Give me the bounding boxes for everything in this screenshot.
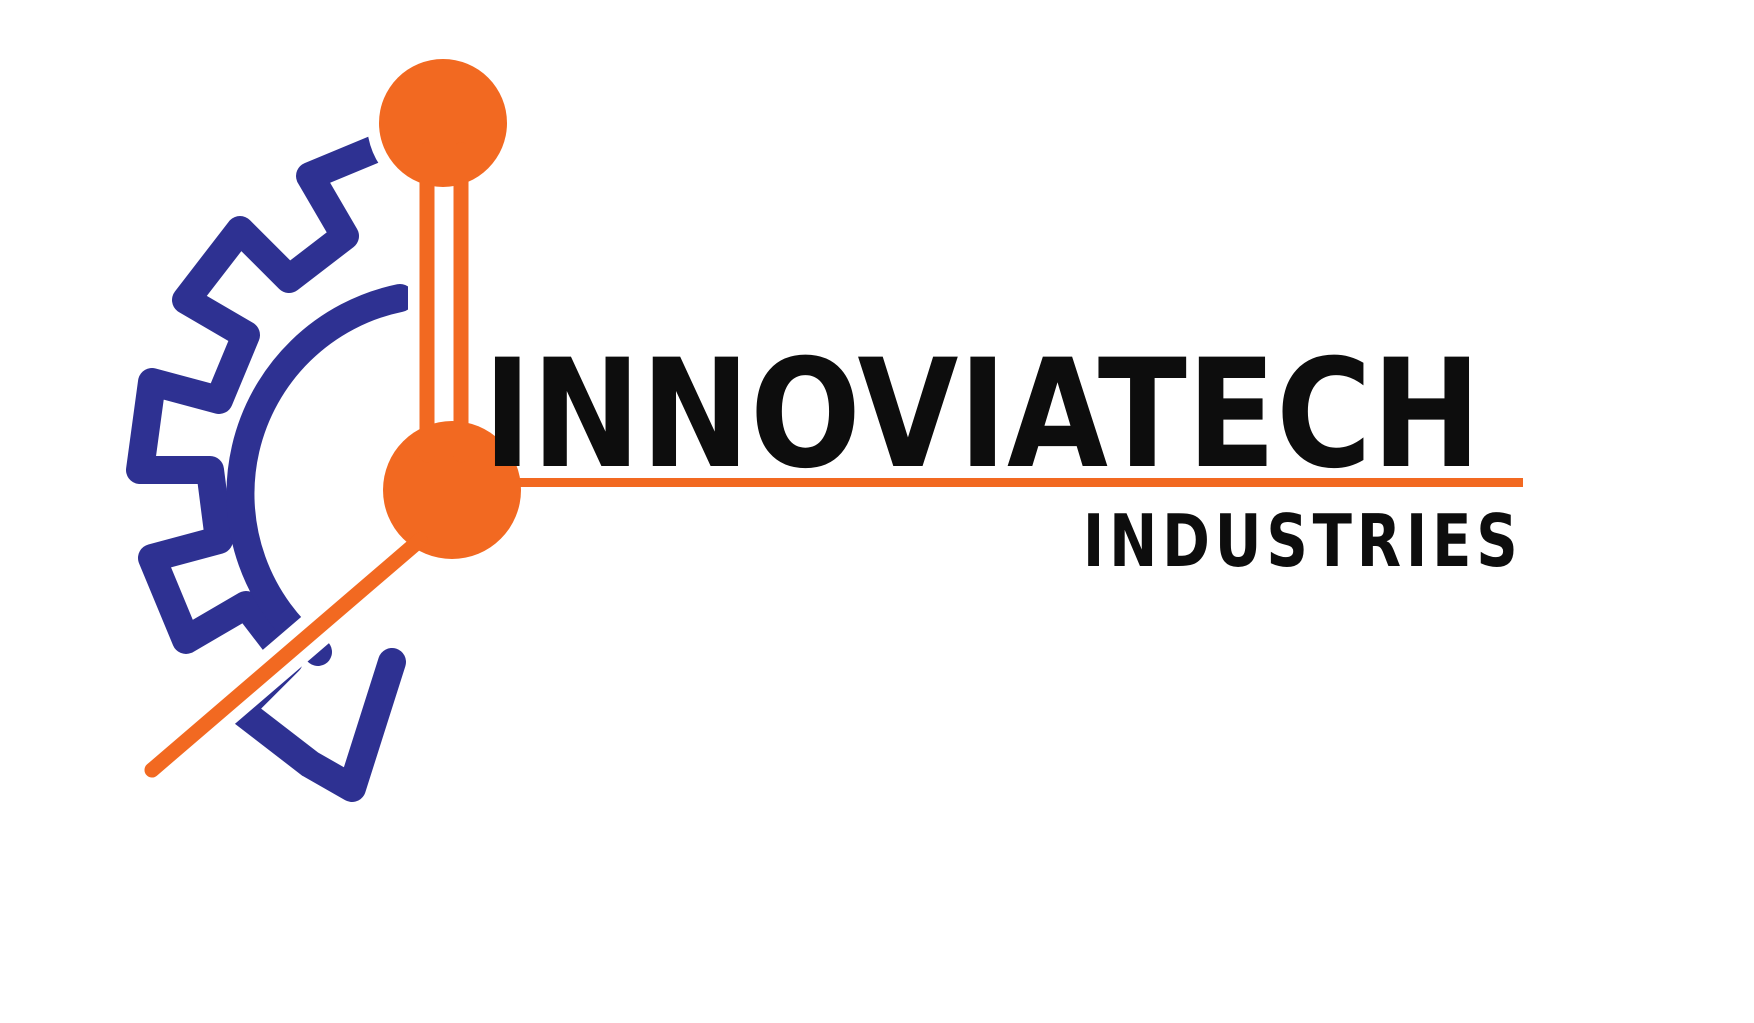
bond-diagonal [144,532,428,778]
brand-name: INNOVIATECH [483,328,1481,502]
gear-hub-arc [226,284,414,666]
brand-subtitle: INDUSTRIES [1083,499,1523,583]
molecule-icon [133,47,1523,789]
node-top [379,59,507,187]
node-bottom [383,421,521,559]
brand-underline [460,478,1523,487]
